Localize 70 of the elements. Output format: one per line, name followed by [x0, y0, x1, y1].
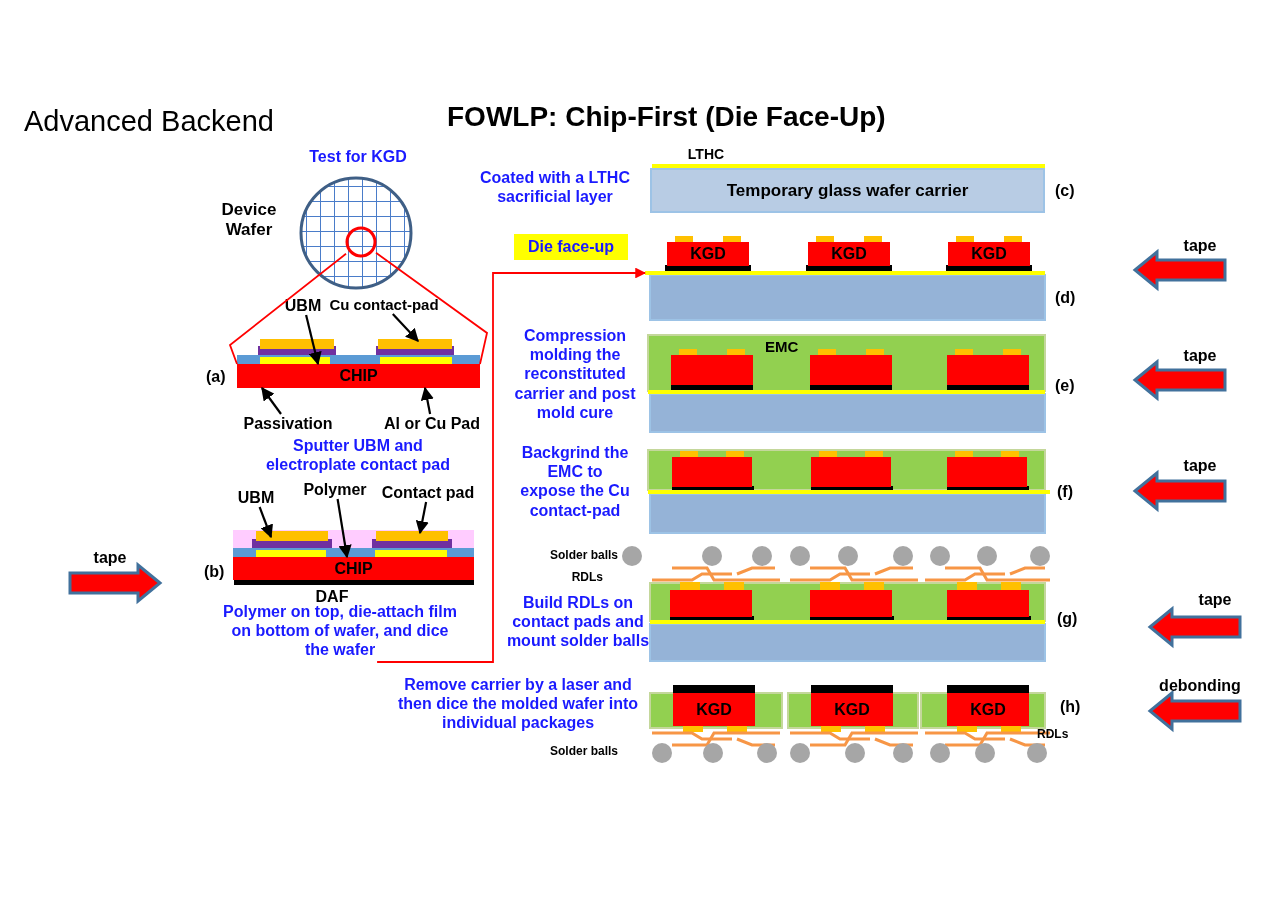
die-block [947, 590, 1029, 617]
die-block: CHIP [233, 557, 474, 580]
die-block: KGD [947, 693, 1029, 726]
glass-carrier: Temporary glass wafer carrier [650, 168, 1045, 213]
step-description: Compression molding the reconstituted carrier and post mold cure [513, 326, 637, 422]
zoom-line [228, 252, 347, 365]
leader-arrow [415, 501, 429, 535]
release-layer [645, 271, 1045, 275]
die-block [947, 355, 1029, 385]
step-letter: (b) [204, 562, 225, 582]
arrow-label: tape [1198, 590, 1232, 610]
zoom-line [375, 251, 488, 365]
arrow-label: tape [93, 548, 127, 568]
part-label: Al or Cu Pad [384, 415, 480, 432]
die-block: KGD [808, 242, 890, 266]
arrow-label: tape [1183, 236, 1217, 256]
die-block: KGD [948, 242, 1030, 266]
die-block [810, 355, 892, 385]
diagram-title: FOWLP: Chip-First (Die Face-Up) [447, 100, 886, 134]
step-tag: Die face-up [514, 234, 628, 260]
die-block: KGD [673, 693, 755, 726]
part-label: RDLs [1037, 727, 1069, 742]
leader-arrow [392, 313, 419, 342]
step-letter: (d) [1055, 288, 1076, 308]
part-label: EMC [765, 338, 799, 356]
die-block: CHIP [237, 364, 480, 388]
part-label: Cu contact-pad [329, 296, 439, 313]
step-description: Remove carrier by a laser and then dice the molded wafer into individual packages [397, 675, 639, 733]
die-block [811, 457, 891, 487]
page-heading: Advanced Backend [24, 104, 274, 139]
step-letter: (e) [1055, 376, 1075, 396]
part-label: UBM [237, 489, 275, 506]
die-block: KGD [667, 242, 749, 266]
die-block [672, 457, 752, 487]
step-letter: (c) [1055, 181, 1075, 201]
step-description: Polymer on top, die-attach film on bottom of wafer, and dice the wafer [223, 603, 457, 659]
step-letter: (h) [1060, 697, 1081, 717]
part-label: DAF [315, 587, 349, 606]
die-block [947, 457, 1027, 487]
arrow-label: debonding [1159, 676, 1241, 696]
die-block [670, 590, 752, 617]
connector-arrow [261, 386, 282, 415]
die-block [671, 355, 753, 385]
connector-arrow [305, 314, 322, 366]
part-label: Solder balls [549, 548, 618, 563]
part-label: Passivation [243, 415, 333, 432]
part-label: Solder balls [549, 744, 618, 759]
part-label: Contact pad [381, 484, 475, 501]
part-label: Device Wafer [220, 200, 278, 241]
step-letter: (g) [1057, 609, 1078, 629]
step-letter: (a) [206, 367, 226, 387]
die-block: KGD [811, 693, 893, 726]
step-letter: (f) [1057, 482, 1073, 502]
die-block [810, 590, 892, 617]
part-label: Polymer [303, 481, 367, 498]
leader-arrow [258, 506, 273, 539]
part-label: UBM [284, 297, 322, 314]
step-description: Build RDLs on contact pads and mount solder balls [505, 593, 651, 651]
step-description: Sputter UBM and electroplate contact pad [264, 436, 451, 475]
wafer-drawing [299, 176, 413, 290]
connector-arrow [376, 267, 647, 663]
part-label: LTHC [687, 146, 725, 163]
arrow-label: tape [1183, 346, 1217, 366]
connector-arrow [420, 386, 434, 415]
step-description: Backgrind the EMC to expose the Cu contact-pad [519, 443, 631, 520]
arrow-label: tape [1183, 456, 1217, 476]
part-label: RDLs [571, 570, 603, 585]
connector-arrow [336, 498, 352, 559]
wafer-caption: Test for KGD [309, 147, 407, 167]
step-description: Coated with a LTHC sacrificial layer [479, 168, 631, 207]
